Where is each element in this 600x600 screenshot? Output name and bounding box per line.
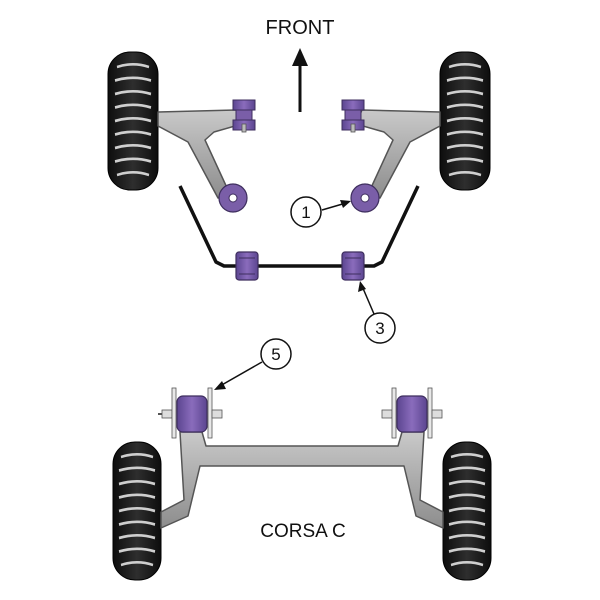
- front-right-tyre: [439, 51, 491, 191]
- rear-left-tyre: [112, 441, 162, 581]
- callout-5: 5: [214, 338, 292, 390]
- rear-right-tyre: [442, 441, 492, 581]
- front-arrow-icon: [292, 48, 308, 112]
- front-left-tyre: [107, 51, 159, 191]
- rear-twist-beam: [160, 431, 444, 529]
- left-anti-roll-bar-bush: [235, 251, 259, 281]
- front-anti-roll-bar: [178, 185, 420, 268]
- right-anti-roll-bar-bush: [341, 251, 365, 281]
- right-rear-beam-bush: [381, 387, 443, 439]
- model-label: CORSA C: [260, 521, 346, 542]
- left-rear-beam-bush: [158, 387, 223, 439]
- callout-3-number: 3: [375, 319, 384, 338]
- callout-3: 3: [358, 281, 396, 344]
- callout-1: 1: [290, 196, 351, 228]
- callout-5-number: 5: [271, 345, 280, 364]
- left-wishbone-front-bush: [232, 99, 256, 133]
- callout-1-number: 1: [301, 203, 310, 222]
- right-wishbone-rear-bush: [350, 183, 380, 213]
- right-wishbone-front-bush: [341, 99, 365, 133]
- left-wishbone-rear-bush: [218, 183, 248, 213]
- front-label: FRONT: [266, 17, 335, 39]
